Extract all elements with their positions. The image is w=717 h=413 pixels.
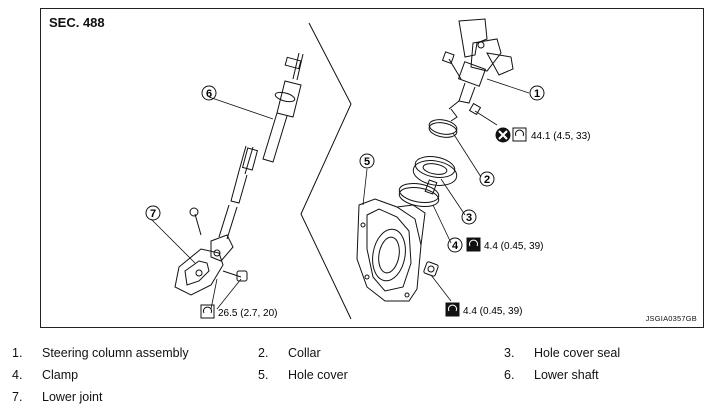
legend-number: 4. [12,368,23,382]
legend-number: 1. [12,346,23,360]
legend-number: 2. [258,346,269,360]
diagram-canvas: 1 2 3 4 5 6 7 44.1 (4.5, 33) 4.4 (0.45, … [145,18,590,320]
divider-line [300,22,352,320]
callout-2: 2 [484,174,490,186]
callout-labels: 1 2 3 4 5 6 7 [150,88,540,252]
torque-symbols [200,127,527,319]
parts-legend: 1. Steering column assembly 2. Collar 3.… [0,340,717,410]
leader-lines [150,78,530,310]
steering-column-part [441,18,514,116]
hole-cover-part [356,198,426,302]
legend-number: 3. [504,346,515,360]
torque-labels: 44.1 (4.5, 33) 4.4 (0.45, 39) 4.4 (0.45,… [218,131,590,319]
legend-label: Lower joint [42,390,103,404]
legend-label: Collar [288,346,321,360]
exploded-diagram: 1 2 3 4 5 6 7 44.1 (4.5, 33) 4.4 (0.45, … [40,8,704,328]
callout-3: 3 [466,212,472,224]
legend-number: 5. [258,368,269,382]
legend-number: 6. [504,368,515,382]
callout-4: 4 [452,240,459,252]
lower-shaft-part [218,52,304,240]
legend-number: 7. [12,390,23,404]
legend-label: Hole cover seal [534,346,621,360]
callout-7: 7 [150,208,156,220]
legend-label: Hole cover [288,368,348,382]
collar-part [428,108,458,138]
torque-value-nut: 4.4 (0.45, 39) [463,306,522,317]
lower-joint-part [174,207,248,296]
callout-circles [145,85,545,253]
figure-code: JSGIA0357GB [645,314,697,323]
hole-cover-seal-part [412,156,458,186]
callout-6: 6 [206,88,212,100]
torque-value-clamp: 4.4 (0.45, 39) [484,241,543,252]
clamp-part [398,179,440,208]
legend-label: Clamp [42,368,79,382]
nut-part [423,261,439,277]
torque-value-column: 44.1 (4.5, 33) [531,131,590,142]
legend-label: Steering column assembly [42,346,189,360]
callout-1: 1 [534,88,540,100]
callout-5: 5 [364,156,370,168]
legend-label: Lower shaft [534,368,599,382]
torque-value-lower-joint: 26.5 (2.7, 20) [218,308,277,319]
section-title: SEC. 488 [49,15,105,30]
